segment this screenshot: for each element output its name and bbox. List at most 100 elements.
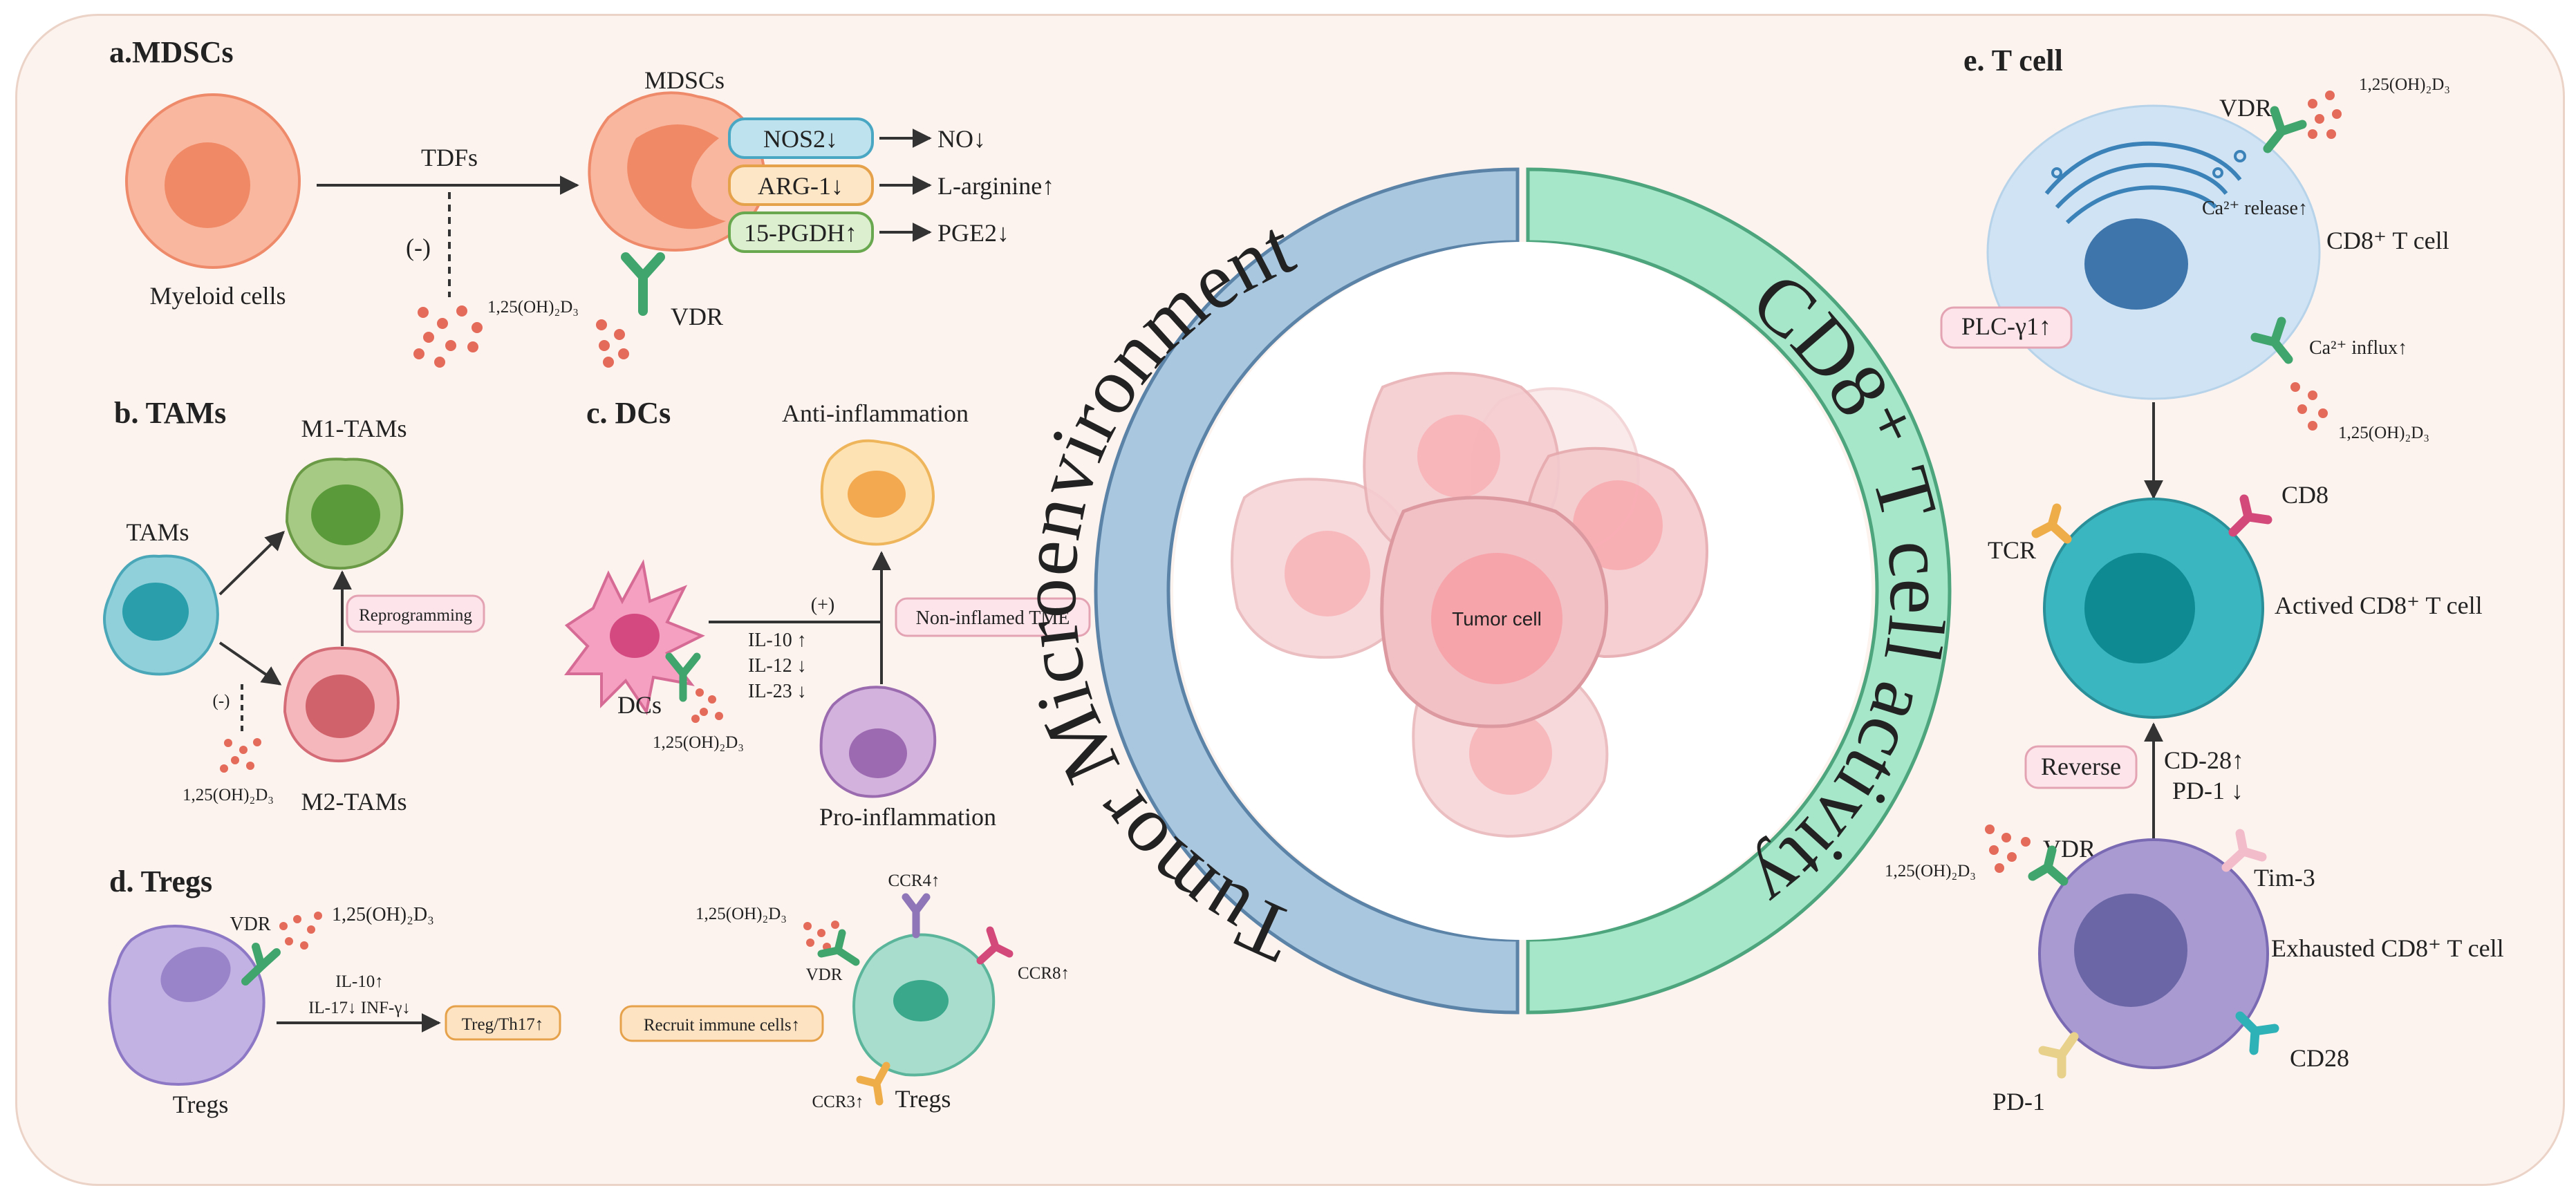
pro-inflammatory-cell xyxy=(819,686,937,798)
vdr-e-label: VDR xyxy=(2219,94,2272,122)
vdr-d-label: VDR xyxy=(230,914,270,935)
tim3-label: Tim-3 xyxy=(2254,864,2315,892)
m1-label: M1-TAMs xyxy=(301,415,407,442)
myeloid-cell xyxy=(125,93,301,269)
reverse-box: Reverse xyxy=(2024,745,2138,789)
inhibit-a-label: (-) xyxy=(406,234,431,261)
tumor-cell-label: Tumor cell xyxy=(1452,608,1542,630)
svg-text:Treg/Th17↑: Treg/Th17↑ xyxy=(462,1015,544,1034)
exhausted-label: Exhausted CD8⁺ T cell xyxy=(2271,934,2504,962)
cytokine-il23: IL-23 ↓ xyxy=(748,681,807,702)
anti-inflammatory-cell xyxy=(820,439,935,546)
cytokine-il17-inf: IL-17↓ INF-γ↓ xyxy=(308,999,411,1017)
cd28-label: CD28 xyxy=(2290,1044,2349,1072)
tams-label: TAMs xyxy=(126,518,189,546)
ligand-b-label: 1,25(OH)₂D₃ xyxy=(183,786,274,804)
inhibit-b-label: (-) xyxy=(213,692,230,710)
non-inflamed-tme-box: Non-inflamed TME xyxy=(895,597,1091,637)
svg-text:Non-inflamed TME: Non-inflamed TME xyxy=(916,607,1070,629)
tumor-cells xyxy=(1231,372,1708,838)
ligand-dots-e2 xyxy=(2290,382,2328,431)
ligand-e3-label: 1,25(OH)₂D₃ xyxy=(1885,862,1976,880)
ligand-dots-b xyxy=(220,738,261,773)
tdfs-label: TDFs xyxy=(421,144,478,171)
panel-e-title: e. T cell xyxy=(1963,44,2063,77)
exhausted-t-cell xyxy=(2028,829,2279,1079)
ligand-a-label: 1,25(OH)₂D₃ xyxy=(487,298,579,317)
ca-influx-label: Ca²⁺ influx↑ xyxy=(2309,337,2407,359)
pd1-label: PD-1 xyxy=(1992,1088,2045,1115)
panel-b-title: b. TAMs xyxy=(114,396,226,430)
cytokine-il10: IL-10 ↑ xyxy=(748,630,807,651)
cd28-up-label: CD-28↑ xyxy=(2164,746,2244,774)
mdsc-cell xyxy=(588,91,766,252)
dc-cell xyxy=(564,559,705,716)
ccr4-label: CCR4↑ xyxy=(888,871,940,890)
ligand-dots-e xyxy=(2308,91,2342,139)
cytokine-il10-d: IL-10↑ xyxy=(335,972,383,991)
enzyme-15pgdh: 15-PGDH↑ PGE2↓ xyxy=(728,211,1009,253)
ligand-d-label: 1,25(OH)₂D₃ xyxy=(332,904,434,925)
ccr8-label: CCR8↑ xyxy=(1018,964,1070,983)
svg-text:15-PGDH↑: 15-PGDH↑ xyxy=(744,219,857,247)
tregs-right-label: Tregs xyxy=(895,1085,951,1113)
panel-c-dcs: c. DCs Anti-inflammation DCs 1,25(OH)₂D₃… xyxy=(564,396,1091,831)
ligand-dots-e3 xyxy=(1985,824,2031,873)
m2-cell xyxy=(283,646,400,763)
vdr-receptor-a xyxy=(621,252,665,316)
reprogramming-box: Reprogramming xyxy=(346,594,485,633)
m1-cell xyxy=(285,458,404,570)
svg-text:L-arginine↑: L-arginine↑ xyxy=(937,172,1054,200)
ligand-dots-c xyxy=(691,688,723,723)
panel-a-title: a.MDSCs xyxy=(109,35,234,69)
tregs-label: Tregs xyxy=(173,1091,229,1118)
ligand-dots-a2 xyxy=(596,319,629,368)
ring-right-half xyxy=(1526,167,1952,1015)
mdsc-label: MDSCs xyxy=(644,66,725,94)
ccr3-label: CCR3↑ xyxy=(812,1093,864,1111)
ligand-c-label: 1,25(OH)₂D₃ xyxy=(653,733,744,752)
cd8-cell-label: CD8⁺ T cell xyxy=(2326,227,2449,254)
tcr-label: TCR xyxy=(1988,536,2036,564)
svg-text:NO↓: NO↓ xyxy=(937,125,986,153)
treg-cell-left xyxy=(108,925,281,1086)
ca-release-label: Ca²⁺ release↑ xyxy=(2202,198,2308,219)
svg-text:Recruit immune cells↑: Recruit immune cells↑ xyxy=(644,1016,800,1035)
myeloid-label: Myeloid cells xyxy=(150,282,286,310)
svg-text:NOS2↓: NOS2↓ xyxy=(763,125,838,153)
anti-inflammation-label: Anti-inflammation xyxy=(782,399,969,427)
panel-d-tregs: d. Tregs VDR 1,25(OH)₂D₃ Tregs IL-10↑ IL… xyxy=(108,865,1070,1118)
vdr-d2-label: VDR xyxy=(806,965,843,984)
svg-text:PLC-γ1↑: PLC-γ1↑ xyxy=(1961,312,2051,340)
pd1-down-label: PD-1 ↓ xyxy=(2172,777,2243,804)
dcs-label: DCs xyxy=(617,691,662,719)
tam-cell xyxy=(103,554,219,676)
center-ring: Tumor cell Tumor Microenvironment CD8⁺ T… xyxy=(1005,167,1961,1015)
ligand-e-label: 1,25(OH)₂D₃ xyxy=(2359,75,2450,94)
plc-box: PLC-γ1↑ xyxy=(1940,306,2073,349)
ligand-dots-d2 xyxy=(803,921,839,951)
plus-label: (+) xyxy=(811,594,834,616)
svg-text:PGE2↓: PGE2↓ xyxy=(937,219,1009,247)
ring-left-half xyxy=(1094,167,1520,1015)
ligand-e2-label: 1,25(OH)₂D₃ xyxy=(2338,424,2429,442)
panel-c-title: c. DCs xyxy=(586,396,671,430)
pro-inflammation-label: Pro-inflammation xyxy=(819,803,996,831)
ligand-dots-d xyxy=(279,912,322,950)
panel-a-mdscs: a.MDSCs Myeloid cells TDFs (-) 1,25(OH)₂… xyxy=(109,35,1054,368)
cd8-label: CD8 xyxy=(2281,481,2328,509)
svg-text:Reverse: Reverse xyxy=(2041,753,2121,780)
treg-th17-box: Treg/Th17↑ xyxy=(445,1005,561,1041)
recruit-immune-box: Recruit immune cells↑ xyxy=(619,1005,824,1042)
enzyme-nos2: NOS2↓ NO↓ xyxy=(728,117,986,159)
treg-cell-right xyxy=(817,893,1014,1106)
vdr-a-label: VDR xyxy=(671,303,723,330)
panel-e-tcell: e. T cell VDR 1,25(OH)₂D₃ Ca²⁺ release↑ … xyxy=(1885,44,2504,1115)
cd8-t-cell xyxy=(1986,104,2321,400)
cytokine-il12: IL-12 ↓ xyxy=(748,655,807,677)
m2-label: M2-TAMs xyxy=(301,788,407,816)
activated-t-cell xyxy=(2031,494,2272,719)
ligand-d2-label: 1,25(OH)₂D₃ xyxy=(696,905,787,923)
enzyme-arg1: ARG-1↓ L-arginine↑ xyxy=(728,164,1054,206)
